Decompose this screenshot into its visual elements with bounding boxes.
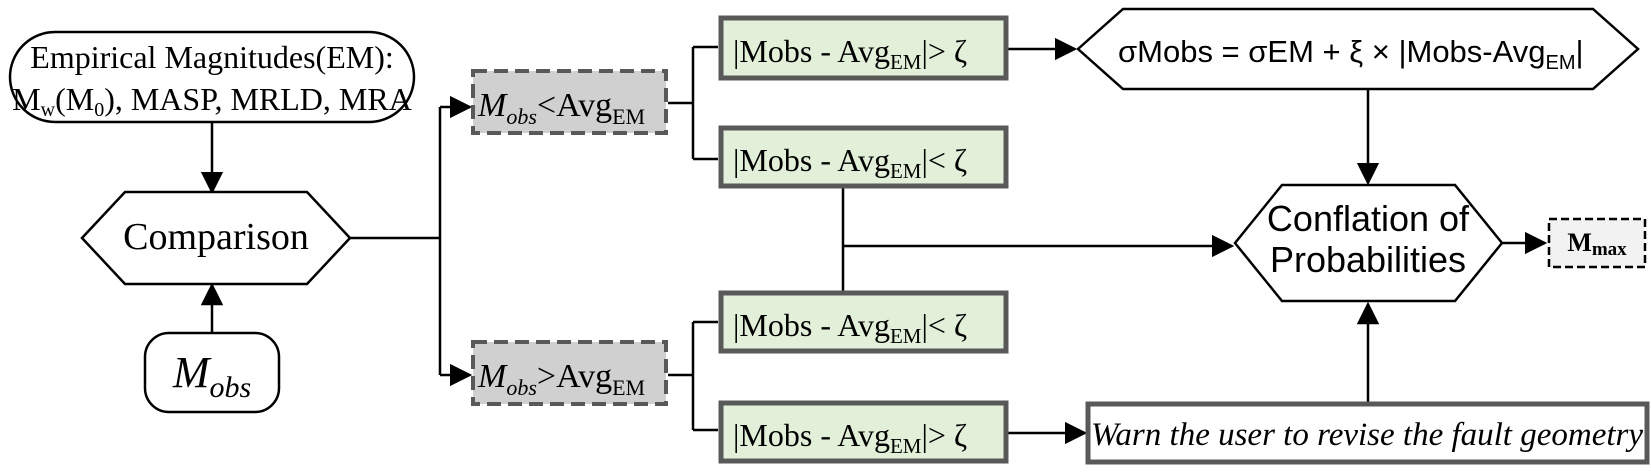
- check-gt-bottom-label: |Mobs - AvgEM|> ζ: [733, 417, 967, 458]
- check-gt-top-box: |Mobs - AvgEM|> ζ: [718, 15, 1009, 81]
- condition-greater-label: Mobs>AvgEM: [477, 358, 645, 400]
- mmax-label: Mmax: [1567, 228, 1627, 260]
- conflation-line1: Conflation of: [1267, 198, 1470, 239]
- check-lt-bottom-label: |Mobs - AvgEM|< ζ: [733, 307, 967, 348]
- condition-less-label: Mobs<AvgEM: [477, 87, 645, 129]
- sigma-formula-box: σMobs = σEM + ξ × |Mobs-AvgEM|: [1076, 7, 1640, 91]
- check-lt-top-label: |Mobs - AvgEM|< ζ: [733, 142, 967, 183]
- conflation-box: Conflation of Probabilities: [1233, 183, 1504, 303]
- sigma-formula-label: σMobs = σEM + ξ × |Mobs-AvgEM|: [1118, 34, 1584, 74]
- warn-box: Warn the user to revise the fault geomet…: [1085, 401, 1650, 465]
- mobs-input-label: Mobs: [172, 348, 251, 404]
- check-gt-bottom-box: |Mobs - AvgEM|> ζ: [718, 400, 1009, 464]
- connectors: [200, 37, 1548, 445]
- check-gt-top-label: |Mobs - AvgEM|> ζ: [733, 33, 967, 74]
- check-lt-bottom-box: |Mobs - AvgEM|< ζ: [718, 290, 1009, 354]
- conflation-line2: Probabilities: [1270, 239, 1466, 280]
- check-lt-top-box: |Mobs - AvgEM|< ζ: [718, 125, 1009, 189]
- mmax-box: Mmax: [1547, 217, 1647, 269]
- empirical-title: Empirical Magnitudes(EM):: [30, 39, 393, 75]
- warn-label: Warn the user to revise the fault geomet…: [1091, 417, 1643, 453]
- mobs-input-box: Mobs: [143, 331, 281, 414]
- condition-less-box: Mobs<AvgEM: [471, 69, 668, 135]
- empirical-magnitudes-box: Empirical Magnitudes(EM): Mw(M0), MASP, …: [8, 30, 416, 124]
- condition-greater-box: Mobs>AvgEM: [471, 340, 668, 406]
- comparison-box: Comparison: [80, 190, 352, 286]
- empirical-list: Mw(M0), MASP, MRLD, MRA: [12, 81, 412, 121]
- comparison-label: Comparison: [123, 216, 309, 258]
